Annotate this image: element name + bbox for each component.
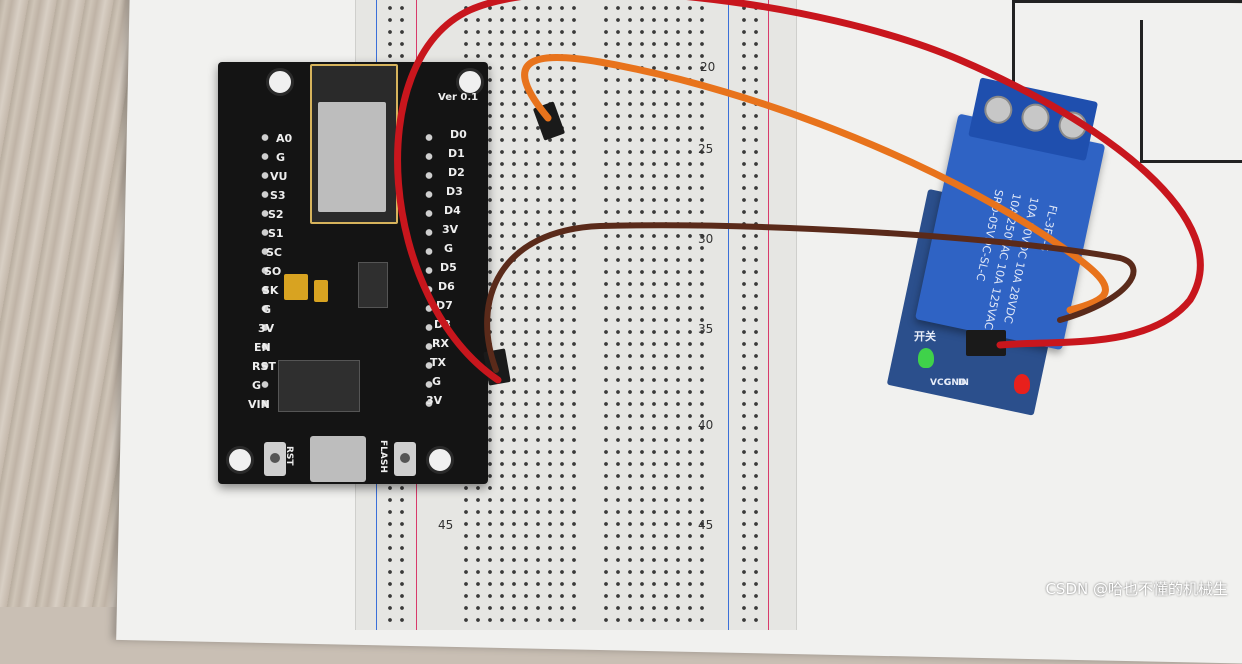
- pin-label: VU: [270, 170, 288, 183]
- wires: [394, 0, 1204, 384]
- pin-label: S1: [268, 227, 284, 240]
- voltage-regulator: [358, 262, 388, 308]
- right-pin-header: [424, 128, 434, 418]
- watermark: CSDN @哈也不懂的机械生: [1045, 580, 1228, 598]
- pin-label: D3: [446, 185, 463, 198]
- row-label: 45: [438, 518, 454, 532]
- pin-label: G: [444, 242, 454, 255]
- micro-usb-port: [310, 436, 366, 482]
- row-label: 30: [698, 232, 714, 246]
- mount-hole: [226, 446, 254, 474]
- mount-hole: [456, 68, 484, 96]
- orange-wire: [521, 54, 1109, 314]
- pin-label: A0: [276, 132, 293, 145]
- pin-label: D0: [450, 128, 467, 141]
- rst-button[interactable]: [264, 442, 286, 476]
- pin-label: 3V: [258, 322, 275, 335]
- pin-label: VIN: [248, 398, 270, 411]
- left-pin-header: [260, 128, 270, 418]
- pin-label: G: [252, 379, 262, 392]
- row-label: 45: [698, 518, 714, 532]
- pin-label: 3V: [442, 223, 459, 236]
- nodemcu-board: Ver 0.1 A0 G VU S3 S2 S1 SC SO SK G 3V E…: [218, 62, 488, 484]
- row-label: 35: [698, 322, 714, 336]
- pin-label: D5: [440, 261, 457, 274]
- tantalum-capacitor: [314, 280, 328, 302]
- pin-label: 3V: [426, 394, 443, 407]
- pin-label: G: [262, 303, 272, 316]
- pin-label: D4: [444, 204, 461, 217]
- relay-pin-label: VCC: [930, 378, 951, 388]
- pen-line: [1140, 20, 1143, 160]
- pin-label: SO: [264, 265, 282, 278]
- board-version: Ver 0.1: [438, 92, 479, 103]
- pen-line: [1012, 0, 1242, 3]
- pin-label: G: [276, 151, 286, 164]
- tantalum-capacitor: [284, 274, 308, 300]
- pin-label: RX: [432, 337, 449, 350]
- pin-label: RST: [252, 360, 276, 373]
- relay-pin-label: IN: [958, 378, 969, 388]
- rail-line: [768, 0, 769, 630]
- pin-label: D2: [448, 166, 465, 179]
- green-led: [918, 348, 934, 368]
- relay-label: 开关: [914, 330, 936, 343]
- usb-serial-chip: [278, 360, 360, 412]
- row-label: 25: [698, 142, 714, 156]
- pin-label: G: [432, 375, 442, 388]
- pin-label: D6: [438, 280, 455, 293]
- flash-button[interactable]: [394, 442, 416, 476]
- pin-label: S3: [270, 189, 286, 202]
- row-label: 20: [700, 60, 716, 74]
- pen-line: [1140, 160, 1242, 163]
- red-wire: [394, 0, 1204, 384]
- esp8266-module: [310, 64, 398, 224]
- pin-label: SC: [266, 246, 282, 259]
- brown-wire: [484, 222, 1137, 373]
- relay-pin-label: GND: [944, 378, 967, 388]
- red-led: [1014, 374, 1030, 394]
- pin-label: TX: [430, 356, 446, 369]
- pin-label: SK: [262, 284, 279, 297]
- terminal-holes: [600, 0, 710, 630]
- pin-label: D1: [448, 147, 465, 160]
- row-label: 40: [698, 418, 714, 432]
- mount-hole: [266, 68, 294, 96]
- rail-line: [728, 0, 729, 630]
- esp-shield: [318, 102, 386, 212]
- pin-label: S2: [268, 208, 284, 221]
- pen-line: [1012, 0, 1015, 112]
- pin-label: EN: [254, 341, 271, 354]
- mount-hole: [426, 446, 454, 474]
- pin-label: D7: [436, 299, 453, 312]
